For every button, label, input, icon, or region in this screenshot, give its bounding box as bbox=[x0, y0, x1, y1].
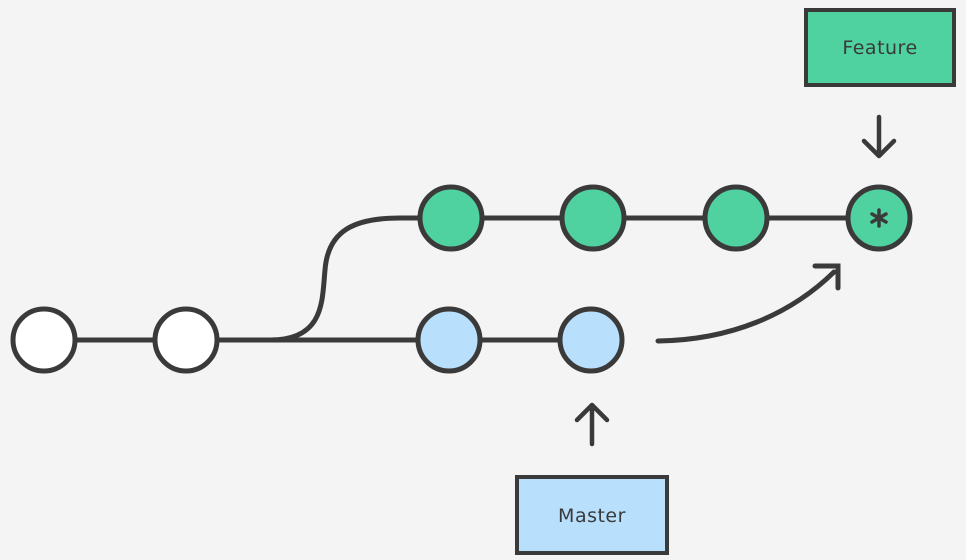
arrow-icon-master bbox=[574, 402, 610, 447]
feature-fork-line bbox=[267, 215, 851, 343]
feature-label-text: Feature bbox=[842, 37, 917, 59]
master-commit-2 bbox=[557, 306, 625, 374]
feature-commit-1 bbox=[417, 184, 485, 252]
base-commit-2 bbox=[152, 306, 220, 374]
merge-arrow-line bbox=[655, 269, 837, 344]
master-label: Master bbox=[515, 475, 669, 555]
feature-commit-3 bbox=[702, 184, 770, 252]
feature-commit-2 bbox=[559, 184, 627, 252]
arrow-icon-feature bbox=[861, 114, 897, 159]
base-commit-1 bbox=[10, 306, 78, 374]
feature-label-box bbox=[804, 8, 956, 87]
merge-arrow-head bbox=[812, 263, 841, 291]
master-commit-1 bbox=[415, 306, 483, 374]
asterisk-icon bbox=[870, 208, 888, 228]
feature-label: Feature bbox=[804, 8, 956, 87]
master-label-text: Master bbox=[558, 505, 626, 527]
master-label-box bbox=[515, 475, 669, 555]
